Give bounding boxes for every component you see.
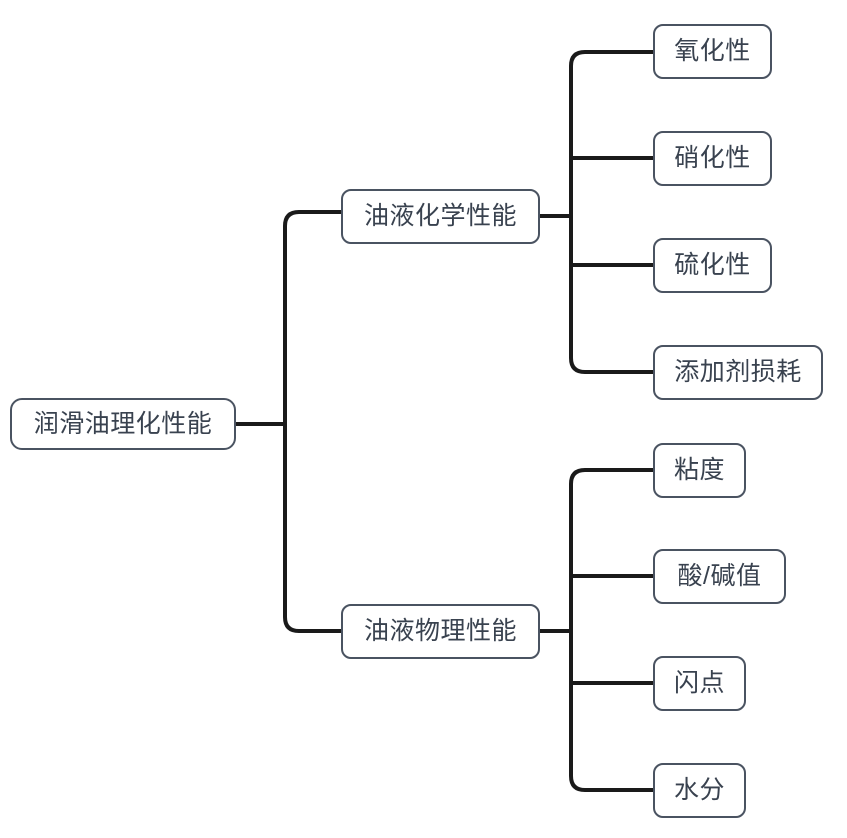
node-leaf-flash-point-label: 闪点 xyxy=(673,669,725,697)
node-leaf-nitration[interactable]: 硝化性 xyxy=(653,131,772,186)
node-leaf-viscosity-label: 粘度 xyxy=(673,456,725,484)
connector-root-to-physical xyxy=(283,424,341,633)
connector-chemical-spine xyxy=(569,50,586,374)
node-root-label: 润滑油理化性能 xyxy=(33,409,213,438)
node-leaf-additive-depletion[interactable]: 添加剂损耗 xyxy=(653,345,823,400)
node-branch-chemical[interactable]: 油液化学性能 xyxy=(341,189,540,244)
connector-physical-spine xyxy=(569,468,586,792)
node-leaf-nitration-label: 硝化性 xyxy=(674,144,751,172)
node-root[interactable]: 润滑油理化性能 xyxy=(10,398,236,450)
node-branch-physical-label: 油液物理性能 xyxy=(363,617,517,645)
connector-root-to-chemical xyxy=(283,210,341,424)
node-leaf-oxidation-label: 氧化性 xyxy=(674,37,751,65)
node-leaf-oxidation[interactable]: 氧化性 xyxy=(653,24,772,79)
node-leaf-water-content[interactable]: 水分 xyxy=(653,763,746,818)
node-leaf-sulfation-label: 硫化性 xyxy=(674,251,751,279)
node-leaf-water-content-label: 水分 xyxy=(673,776,725,804)
node-leaf-additive-depletion-label: 添加剂损耗 xyxy=(674,358,802,386)
node-leaf-acid-base-number[interactable]: 酸/碱值 xyxy=(653,549,786,604)
node-branch-chemical-label: 油液化学性能 xyxy=(363,202,517,230)
node-leaf-flash-point[interactable]: 闪点 xyxy=(653,656,746,711)
node-branch-physical[interactable]: 油液物理性能 xyxy=(341,604,540,659)
node-leaf-acid-base-number-label: 酸/碱值 xyxy=(677,562,762,590)
node-leaf-sulfation[interactable]: 硫化性 xyxy=(653,238,772,293)
node-leaf-viscosity[interactable]: 粘度 xyxy=(653,443,746,498)
